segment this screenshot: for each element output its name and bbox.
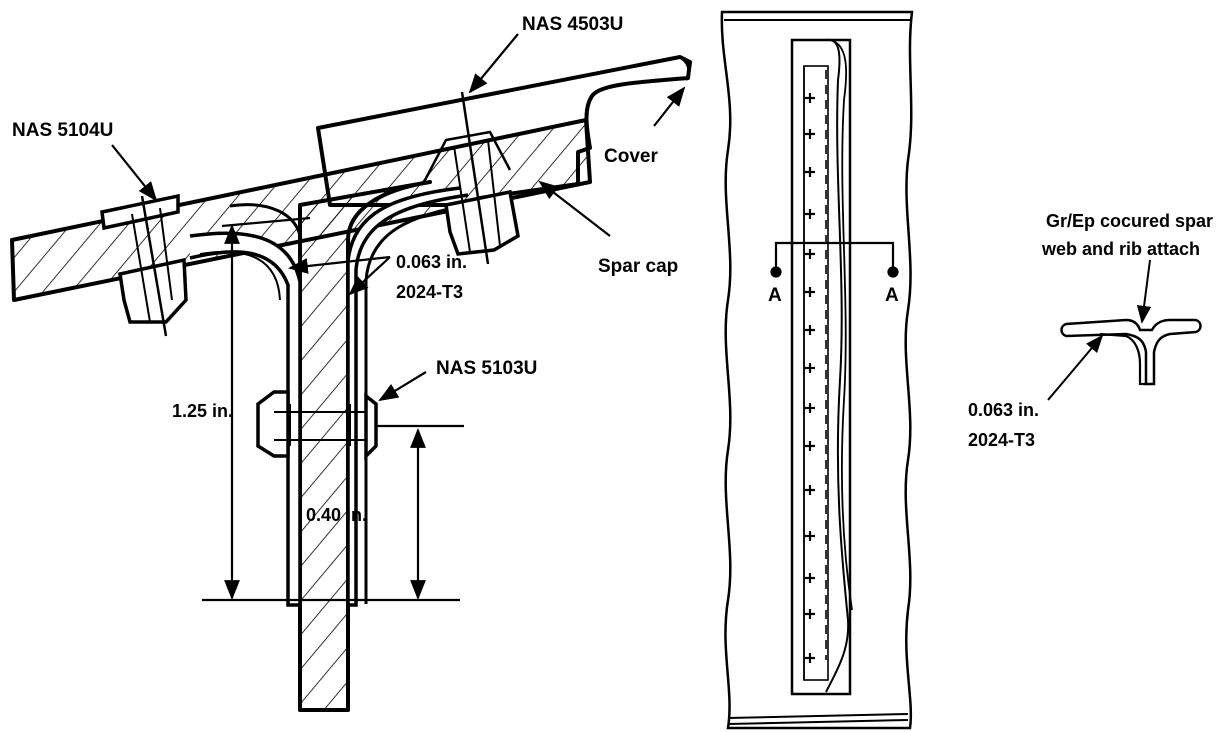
label-alloy-small: 2024-T3	[968, 430, 1035, 450]
label-nas5103u: NAS 5103U	[436, 358, 537, 379]
label-spar-cap: Spar cap	[598, 256, 678, 277]
fastener-nas5104u	[100, 193, 188, 337]
label-thickness-small: 0.063 in.	[968, 400, 1039, 420]
fastener-nas5103u	[256, 390, 378, 461]
label-nas5104u: NAS 5104U	[12, 120, 113, 141]
plan-view: A A	[720, 10, 914, 730]
section-view: NAS 4503U NAS 5104U Cover Spar cap 0.063…	[10, 14, 692, 712]
cocured-tee	[1060, 318, 1202, 386]
leader-lines	[111, 33, 686, 402]
plan-fastener-marks	[805, 93, 815, 663]
spar-web	[298, 180, 432, 712]
label-dim-040: 0.40 in.	[306, 505, 367, 525]
cocured-section: Gr/Ep cocured spar web and rib attach 0.…	[968, 211, 1213, 450]
label-grep-line2: web and rib attach	[1041, 239, 1200, 259]
fastener-nas4503u	[422, 91, 520, 265]
label-section-a-left: A	[768, 285, 782, 306]
label-grep-line1: Gr/Ep cocured spar	[1046, 211, 1213, 231]
label-nas4503u: NAS 4503U	[522, 14, 623, 35]
label-section-a-right: A	[885, 285, 899, 306]
label-cover: Cover	[604, 146, 658, 167]
label-thickness-main: 0.063 in.	[396, 252, 467, 272]
section-cut-aa	[770, 241, 899, 278]
label-alloy-main: 2024-T3	[396, 282, 463, 302]
right-angle	[346, 186, 469, 607]
dimension-lines	[202, 216, 464, 602]
label-dim-125: 1.25 in.	[172, 401, 233, 421]
